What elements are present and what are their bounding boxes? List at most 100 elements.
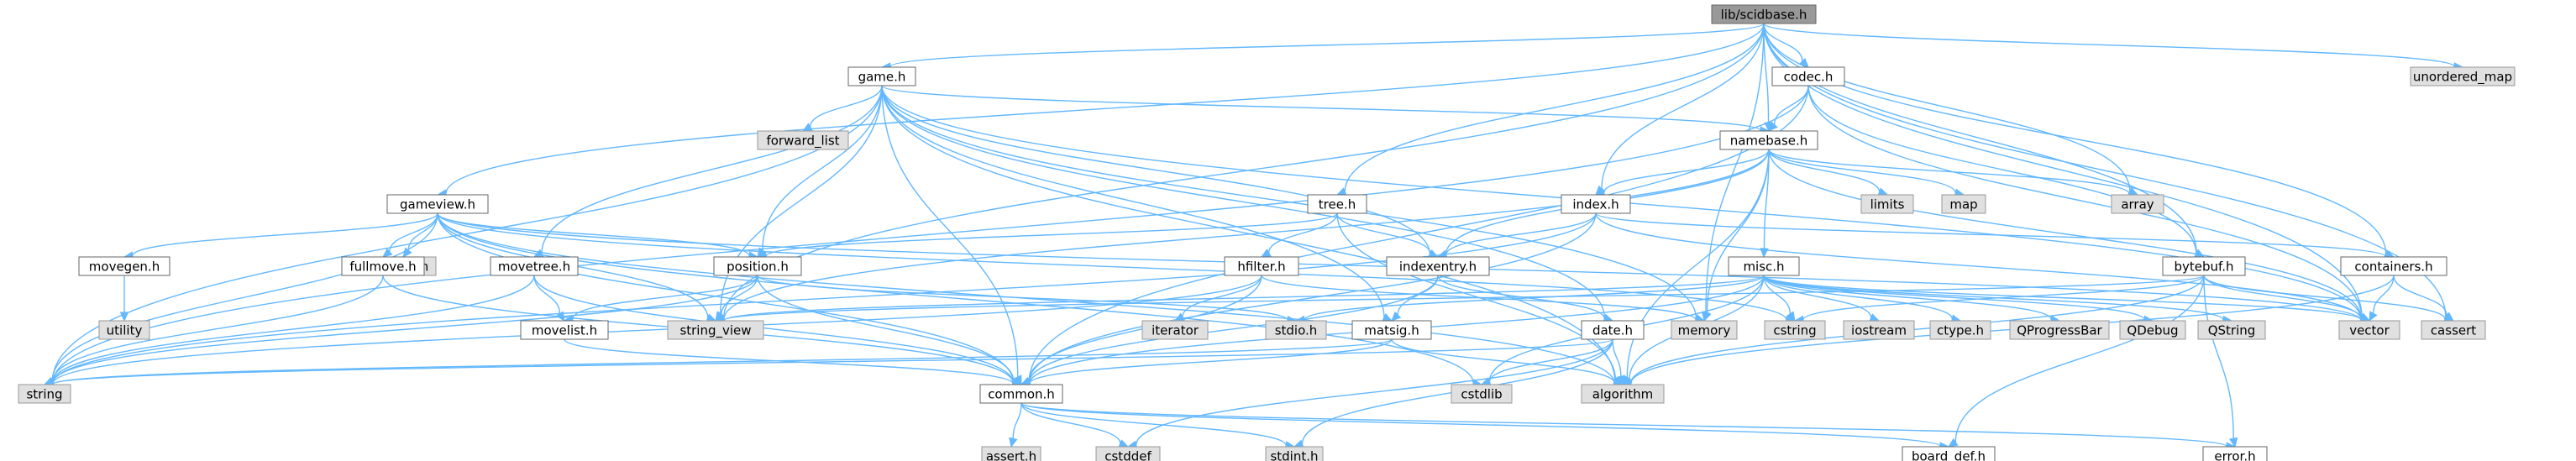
- edge-line: [1763, 23, 2197, 254]
- edge-line: [51, 275, 384, 382]
- node-index[interactable]: index.h: [1561, 194, 1631, 214]
- node-label: containers.h: [2354, 259, 2432, 275]
- node-codec[interactable]: codec.h: [1771, 66, 1845, 86]
- edge-libscidbase-to-game: [880, 23, 1765, 71]
- node-box: [98, 320, 150, 340]
- edge-line: [2373, 275, 2395, 314]
- edge-line: [1802, 275, 2205, 321]
- node-box: [1224, 256, 1299, 276]
- edge-line: [1488, 338, 1613, 382]
- edge-line: [1601, 23, 1765, 189]
- edge-line: [1012, 402, 1022, 439]
- node-position[interactable]: position.h: [713, 256, 802, 276]
- node-gameview[interactable]: gameview.h: [386, 194, 489, 214]
- edge-game-to-position: [757, 85, 883, 258]
- edge-line: [1020, 402, 1287, 446]
- edge-arrowhead: [1616, 375, 1625, 386]
- node-label: QProgressBar: [2017, 323, 2102, 338]
- edge-gameview-to-position: [437, 212, 759, 260]
- edge-line: [1182, 275, 1262, 317]
- node-game[interactable]: game.h: [847, 66, 916, 86]
- node-box: [341, 256, 425, 276]
- edge-line: [1954, 275, 2205, 443]
- node-containers[interactable]: containers.h: [2340, 256, 2447, 276]
- edge-line: [1763, 275, 1792, 314]
- node-label: stdint.h: [1270, 449, 1318, 461]
- edge-arrowhead: [1947, 437, 1959, 448]
- edge-libscidbase-to-gameview: [436, 23, 1765, 198]
- node-bytebuf[interactable]: bytebuf.h: [2162, 256, 2246, 276]
- node-box: [1771, 66, 1845, 86]
- node-fullmove[interactable]: fullmove.h: [341, 256, 425, 276]
- node-label: date.h: [1592, 323, 1633, 338]
- edge-bytebuf-to-error: [2203, 275, 2238, 448]
- node-error[interactable]: error.h: [2202, 446, 2268, 461]
- node-movetree[interactable]: movetree.h: [490, 256, 579, 276]
- node-box: [520, 320, 609, 340]
- edge-index-to-containers: [1595, 212, 2395, 261]
- node-box: [1764, 320, 1826, 340]
- node-movelist[interactable]: movelist.h: [520, 320, 609, 340]
- node-indexentry[interactable]: indexentry.h: [1386, 256, 1490, 276]
- edge-line: [1020, 402, 2227, 448]
- node-box: [1929, 320, 1991, 340]
- edge-line: [533, 275, 1014, 383]
- edge-line: [1445, 212, 1597, 255]
- edge-arrowhead: [2228, 437, 2238, 448]
- edge-arrowhead: [1009, 437, 1018, 448]
- node-movegen[interactable]: movegen.h: [78, 256, 171, 276]
- node-label: lib/scidbase.h: [1721, 8, 1807, 23]
- node-box: [1386, 256, 1490, 276]
- node-box: [1711, 4, 1817, 24]
- node-stdio: stdio.h: [1265, 320, 1327, 340]
- node-box: [1307, 194, 1367, 214]
- node-tree[interactable]: tree.h: [1307, 194, 1367, 214]
- node-hfilter[interactable]: hfilter.h: [1224, 256, 1299, 276]
- edge-tree-to-hfilter: [1260, 212, 1338, 258]
- node-label: algorithm: [1592, 387, 1653, 402]
- node-label: fullmove.h: [349, 259, 416, 275]
- edge-libscidbase-to-unordered_map: [1763, 23, 2464, 71]
- edge-line: [1807, 85, 2197, 254]
- node-string_view: string_view: [667, 320, 764, 340]
- node-misc[interactable]: misc.h: [1728, 256, 1800, 276]
- node-date[interactable]: date.h: [1581, 320, 1645, 340]
- node-libscidbase[interactable]: lib/scidbase.h: [1711, 4, 1817, 24]
- edge-arrowhead: [1391, 311, 1402, 322]
- edge-date-to-algorithm: [1612, 338, 1625, 386]
- edge-line: [1028, 212, 1597, 383]
- edge-game-to-date: [881, 85, 1614, 322]
- node-common[interactable]: common.h: [979, 384, 1063, 404]
- node-namebase[interactable]: namebase.h: [1719, 130, 1818, 150]
- node-matsig[interactable]: matsig.h: [1351, 320, 1432, 340]
- node-label: utility: [107, 323, 143, 338]
- node-label: string: [26, 387, 62, 402]
- node-cstring: cstring: [1764, 320, 1826, 340]
- edge-position-to-stdio: [757, 275, 1298, 325]
- node-map: map: [1941, 194, 1986, 214]
- edge-line: [1020, 402, 1121, 444]
- node-label: ctype.h: [1937, 323, 1984, 338]
- node-box: [2119, 320, 2186, 340]
- edge-line: [881, 85, 1019, 377]
- edge-line: [132, 212, 438, 256]
- edge-line: [881, 85, 1761, 132]
- node-stdint: stdint.h: [1265, 446, 1324, 461]
- node-unordered_map: unordered_map: [2410, 66, 2516, 86]
- edge-arrowhead: [1260, 249, 1272, 258]
- node-iostream: iostream: [1843, 320, 1915, 340]
- edge-line: [2393, 275, 2447, 317]
- node-box: [490, 256, 579, 276]
- node-label: forward_list: [766, 134, 839, 149]
- node-label: map: [1949, 197, 1977, 212]
- edge-misc-to-vector: [1763, 275, 2371, 325]
- node-label: position.h: [727, 259, 789, 275]
- edge-line: [52, 275, 535, 383]
- node-board_def[interactable]: board_def.h: [1902, 446, 1996, 461]
- edge-libscidbase-to-index: [1595, 23, 1765, 196]
- node-cassert: cassert: [2421, 320, 2486, 340]
- edge-line: [757, 275, 1288, 321]
- edge-line: [1763, 275, 1872, 318]
- node-label: iterator: [1152, 323, 1199, 338]
